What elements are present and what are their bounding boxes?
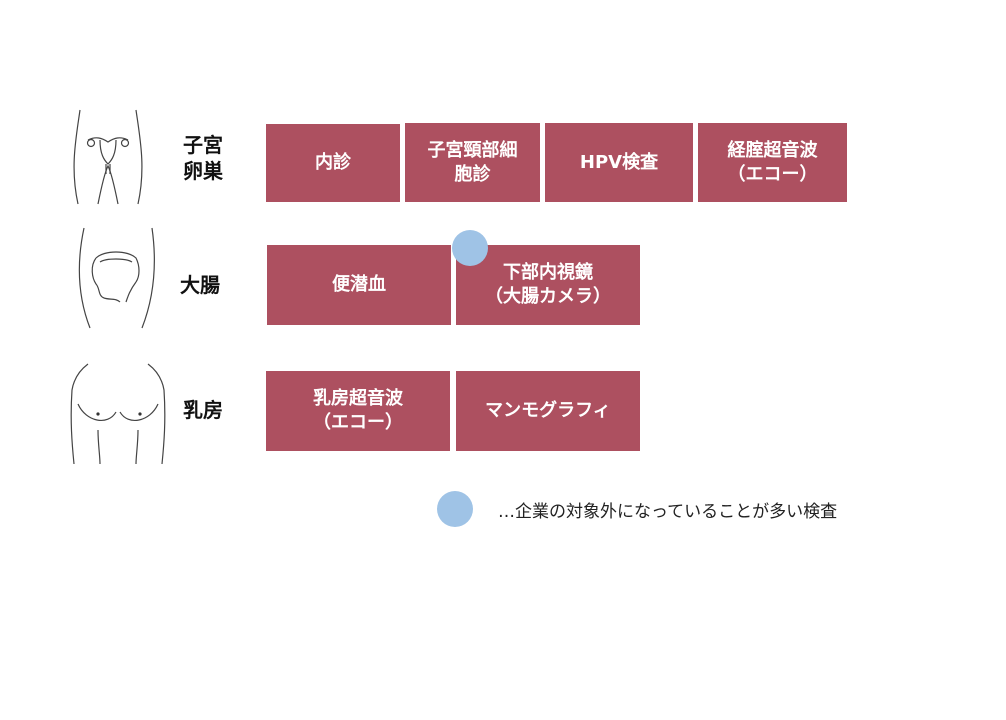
uterus-icon — [73, 109, 143, 205]
test-box-fecal-occult-blood: 便潜血 — [267, 245, 451, 325]
intestine-icon — [78, 227, 155, 329]
test-box-colonoscopy: 下部内視鏡 （大腸カメラ） — [456, 245, 640, 325]
test-box-breast-ultrasound: 乳房超音波 （エコー） — [266, 371, 450, 451]
test-box-cervical-cytology: 子宮頸部細 胞診 — [405, 123, 540, 202]
not-covered-marker — [452, 230, 488, 266]
breast-icon — [70, 363, 166, 465]
test-box-mammography: マンモグラフィ — [456, 371, 640, 451]
test-box-hpv: HPV検査 — [545, 123, 693, 202]
legend-text: …企業の対象外になっていることが多い検査 — [498, 502, 838, 522]
legend-marker — [437, 491, 473, 527]
test-box-transvaginal-ultrasound: 経腟超音波 （エコー） — [698, 123, 847, 202]
organ-label-breast: 乳房 — [183, 398, 223, 422]
test-box-internal-exam: 内診 — [266, 124, 400, 202]
organ-label-uterus: 子宮 卵巣 — [183, 133, 223, 183]
organ-label-colon: 大腸 — [180, 273, 220, 297]
